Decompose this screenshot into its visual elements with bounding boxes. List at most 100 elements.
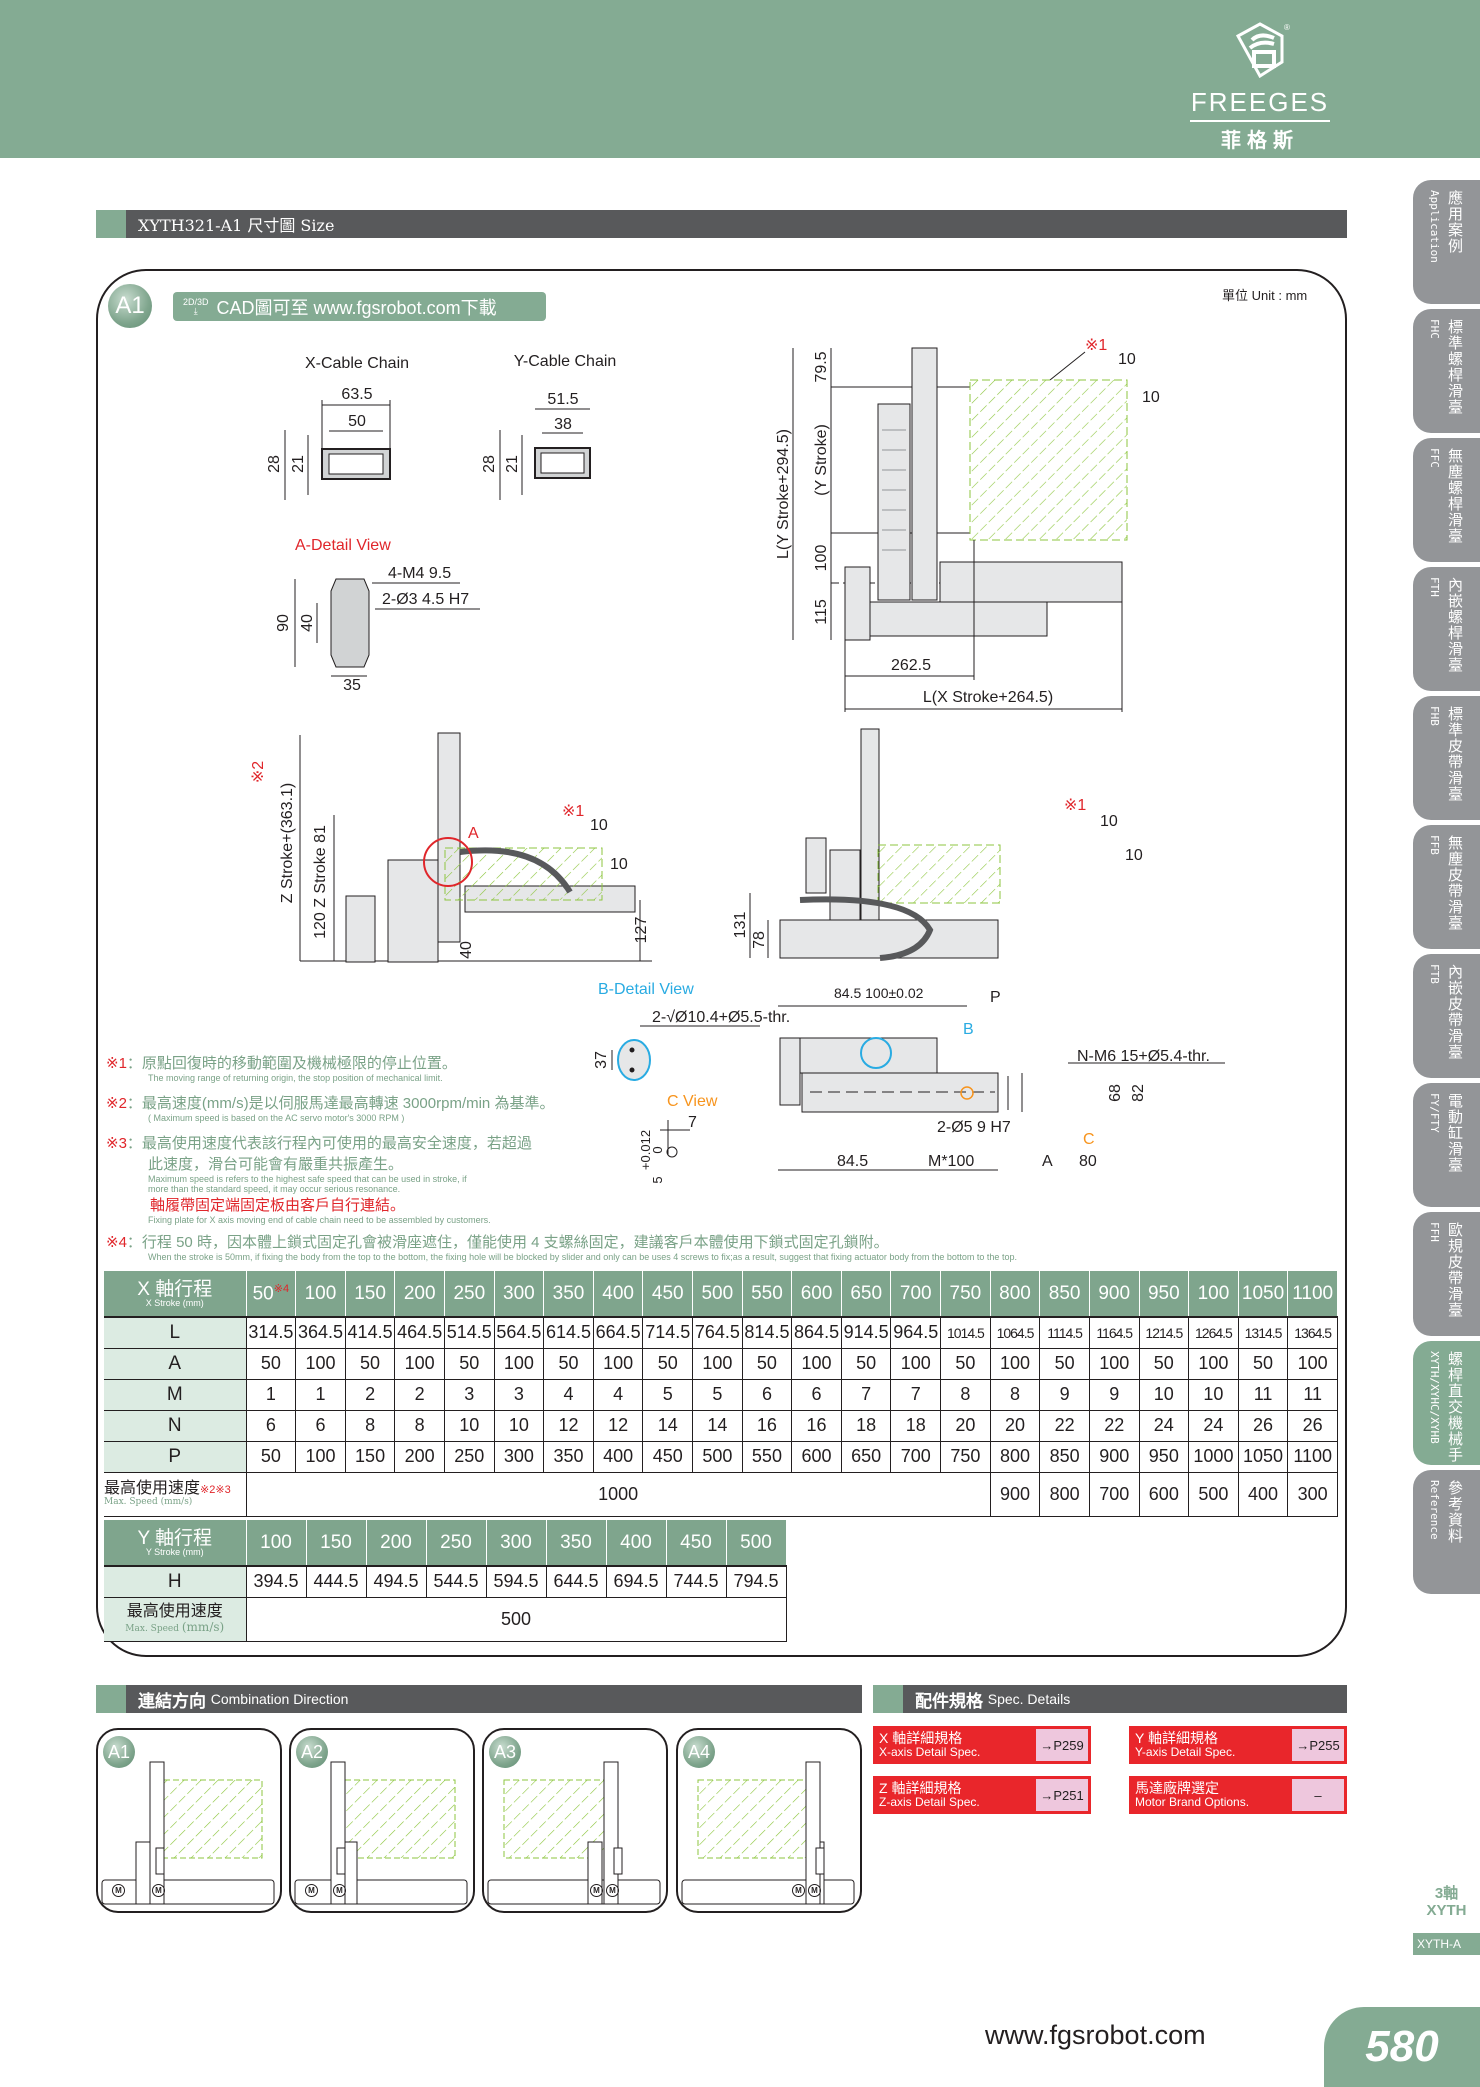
spec-page-ref[interactable]: →P255 (1292, 1729, 1344, 1761)
note-3: ※3：最高使用速度代表該行程內可使用的最高安全速度，若超過此速度，滑台可能會有嚴… (106, 1135, 532, 1225)
table-cell: 1214.5 (1139, 1317, 1190, 1349)
section-title-bar: XYTH321-A1 尺寸圖 Size (96, 210, 1347, 238)
dimension-drawing-panel (96, 269, 1347, 1657)
table-cell: 564.5 (494, 1317, 545, 1349)
table-cell: 764.5 (692, 1317, 743, 1349)
table-cell: 3 (444, 1379, 495, 1411)
y-stroke-value: 450 (666, 1520, 727, 1567)
x-stroke-value: 400 (593, 1271, 644, 1318)
table-cell: 350 (543, 1441, 594, 1473)
table-cell: 300 (1287, 1472, 1338, 1517)
table-cell: 50 (642, 1348, 694, 1380)
table-cell: 700 (890, 1441, 942, 1473)
table-cell: 150 (345, 1441, 396, 1473)
table-cell: 550 (742, 1441, 793, 1473)
table-cell: 100 (1188, 1348, 1239, 1380)
table-cell: 450 (642, 1441, 694, 1473)
table-cell: 1000 (1188, 1441, 1239, 1473)
table-cell: 6 (295, 1410, 346, 1442)
x-stroke-value: 500 (692, 1271, 743, 1318)
table-cell: 100 (890, 1348, 942, 1380)
table-cell: 364.5 (295, 1317, 346, 1349)
table-cell: 14 (692, 1410, 743, 1442)
cad-download-link[interactable]: 2D/3D⤓ CAD圖可至 www.fgsrobot.com下載 (173, 292, 546, 321)
motor-icon: M (590, 1884, 603, 1897)
table-cell: 644.5 (546, 1566, 607, 1598)
table-cell: 50 (246, 1348, 297, 1380)
table-cell: 1 (246, 1379, 297, 1411)
table-cell: 950 (1139, 1441, 1190, 1473)
logo-mark-icon: ® (1235, 22, 1290, 79)
config-badge: A1 (103, 1736, 135, 1768)
table-cell: 500 (692, 1441, 743, 1473)
page-number: 580 (1324, 2007, 1480, 2087)
table-cell: 7 (890, 1379, 942, 1411)
row-label: H (104, 1566, 247, 1598)
table-cell: 22 (1089, 1410, 1140, 1442)
brand-name-en: FREEGES (1190, 87, 1330, 122)
note-4: ※4：行程 50 時，因本體上鎖式固定孔會被滑座遮住，僅能使用 4 支螺絲固定，… (106, 1234, 1017, 1262)
table-cell: 594.5 (486, 1566, 547, 1598)
table-cell: 26 (1287, 1410, 1338, 1442)
table-cell: 200 (394, 1441, 445, 1473)
row-label: L (104, 1317, 247, 1349)
table-cell: 8 (990, 1379, 1041, 1411)
section-title: XYTH321-A1 尺寸圖 Size (138, 216, 335, 235)
table-cell: 24 (1139, 1410, 1190, 1442)
table-cell: 4 (593, 1379, 644, 1411)
table-cell: 1014.5 (940, 1317, 991, 1349)
spec-page-ref[interactable]: →P259 (1036, 1729, 1088, 1761)
motor-icon: M (305, 1884, 318, 1897)
download-icon: 2D/3D⤓ (183, 296, 209, 316)
y-stroke-value: 150 (306, 1520, 367, 1567)
table-cell: 400 (1238, 1472, 1289, 1517)
table-cell: 50 (1238, 1348, 1289, 1380)
table-cell: 494.5 (366, 1566, 427, 1598)
table-cell: 26 (1238, 1410, 1289, 1442)
x-stroke-value: 100 (295, 1271, 346, 1318)
footer-url[interactable]: www.fgsrobot.com (985, 2020, 1206, 2050)
table-cell: 1314.5 (1238, 1317, 1289, 1349)
table-cell: 22 (1039, 1410, 1090, 1442)
table-cell: 800 (990, 1441, 1041, 1473)
y-stroke-value: 100 (246, 1520, 307, 1567)
combination-direction-header: 連結方向 Combination Direction (96, 1685, 862, 1713)
table-cell: 100 (494, 1348, 545, 1380)
max-speed-merged: 1000 (246, 1472, 991, 1517)
spec-page-ref[interactable]: – (1292, 1779, 1344, 1811)
note-2: ※2：最高速度(mm/s)是以伺服馬達最高轉速 3000rpm/min 為基準。… (106, 1095, 555, 1123)
table-cell: 9 (1039, 1379, 1090, 1411)
table-cell: 850 (1039, 1441, 1090, 1473)
spec-page-ref[interactable]: →P251 (1036, 1779, 1088, 1811)
x-stroke-value: 750 (940, 1271, 991, 1318)
table-cell: 7 (841, 1379, 892, 1411)
table-cell: 50 (543, 1348, 594, 1380)
table-cell: 12 (593, 1410, 644, 1442)
